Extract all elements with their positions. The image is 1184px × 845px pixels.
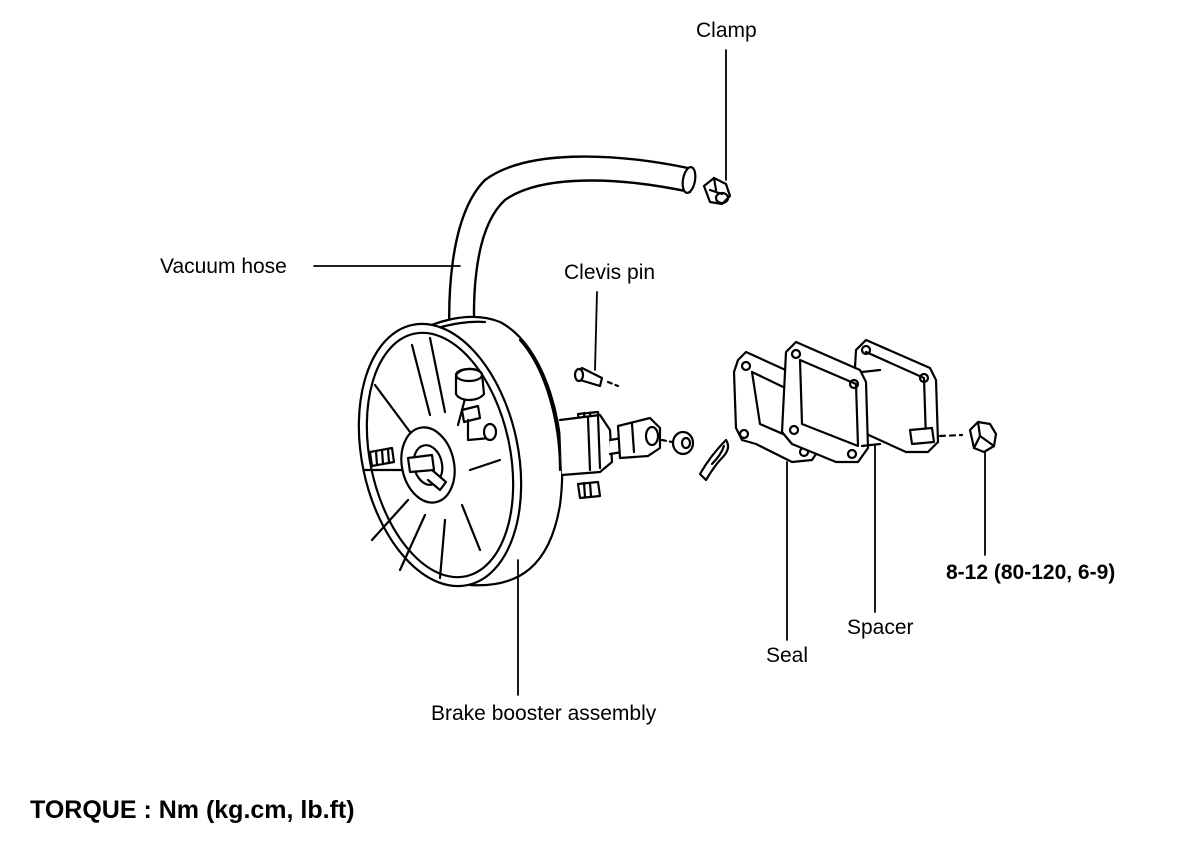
leader-lines <box>313 49 986 696</box>
nut <box>968 420 998 454</box>
clevis-pin <box>573 366 620 388</box>
vacuum-hose-label: Vacuum hose <box>160 255 287 278</box>
torque-value-label: 8-12 (80-120, 6-9) <box>946 561 1116 584</box>
retaining-clip <box>698 438 730 482</box>
brake-booster-label: Brake booster assembly <box>431 702 657 725</box>
clamp-label: Clamp <box>696 19 757 42</box>
brake-booster-assembly <box>357 315 662 588</box>
clamp <box>702 176 732 206</box>
seal-label: Seal <box>766 644 809 667</box>
clevis-pin-label: Clevis pin <box>564 261 656 284</box>
spacer <box>780 338 940 464</box>
spacer-label: Spacer <box>847 616 914 639</box>
vacuum-hose <box>448 155 697 374</box>
washer <box>671 430 695 456</box>
torque-units-footer: TORQUE : Nm (kg.cm, lb.ft) <box>30 796 355 824</box>
